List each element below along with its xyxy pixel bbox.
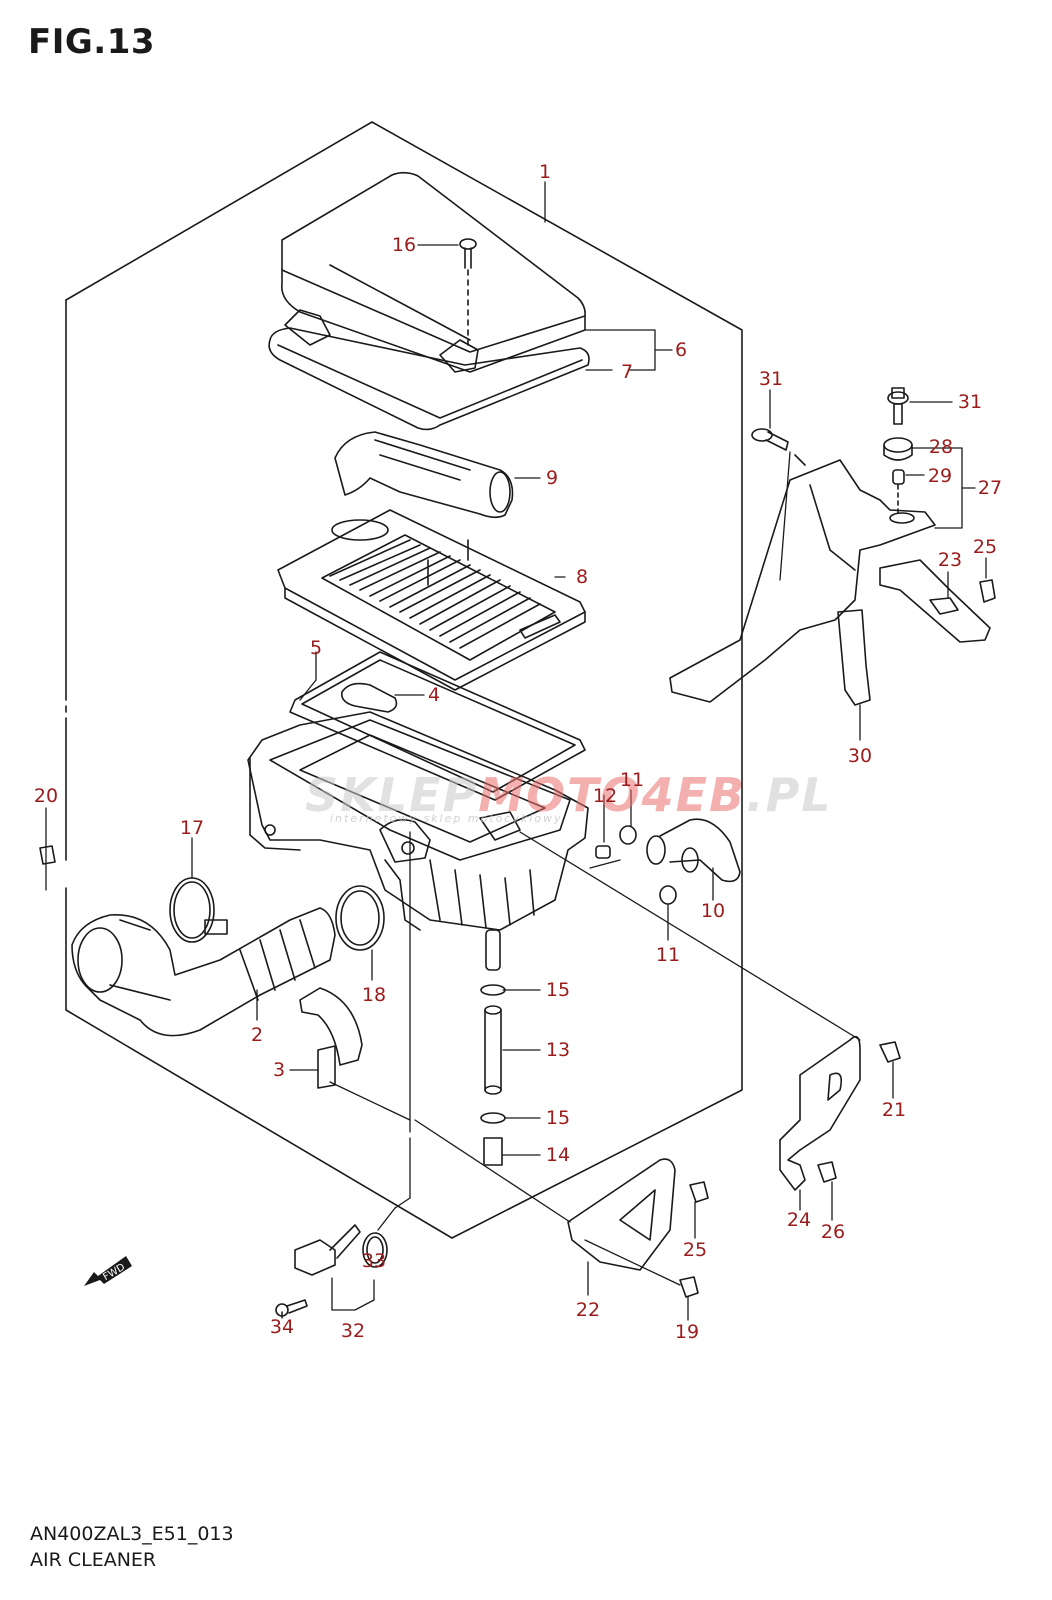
callout-22[interactable]: 22 xyxy=(575,1299,601,1321)
figure-footer: AN400ZAL3_E51_013 AIR CLEANER xyxy=(30,1521,234,1573)
figure-title: FIG.13 xyxy=(28,22,156,62)
air-cleaner-cover xyxy=(268,171,590,431)
callout-29[interactable]: 29 xyxy=(927,465,953,487)
bolt-26 xyxy=(817,1161,837,1183)
sensor-32 xyxy=(294,1224,361,1276)
watermark: SKLEPMOTO4EB.PL xyxy=(305,768,833,822)
callout-25a[interactable]: 25 xyxy=(972,536,998,558)
bolt-25a xyxy=(979,579,996,603)
bush-28 xyxy=(883,437,913,461)
bolt-20 xyxy=(39,845,56,865)
callout-15a[interactable]: 15 xyxy=(545,979,571,1001)
watermark-subtitle: internetowy sklep motocyklowy xyxy=(330,812,563,825)
callout-28[interactable]: 28 xyxy=(928,436,954,458)
watermark-text-b: MOTO4EB xyxy=(478,768,747,822)
model-code: AN400ZAL3_E51_013 xyxy=(30,1523,234,1545)
bolt-25b xyxy=(689,1181,709,1203)
collar-29 xyxy=(892,469,905,516)
intake-duct-9 xyxy=(334,431,514,519)
o-ring-33 xyxy=(362,1232,388,1268)
watermark-text-a: SKLEP xyxy=(305,768,479,822)
callout-25b[interactable]: 25 xyxy=(682,1239,708,1261)
fwd-arrow-icon: FWD xyxy=(82,1252,134,1292)
callout-12[interactable]: 12 xyxy=(592,785,618,807)
bolt-31a xyxy=(751,428,806,466)
bolt-19 xyxy=(679,1276,699,1298)
section-name: AIR CLEANER xyxy=(30,1549,157,1571)
callout-6[interactable]: 6 xyxy=(674,339,688,361)
callout-26[interactable]: 26 xyxy=(820,1221,846,1243)
drain-hose-13 xyxy=(480,984,506,1166)
callout-34[interactable]: 34 xyxy=(269,1316,295,1338)
callout-10[interactable]: 10 xyxy=(700,900,726,922)
breather-hose-10 xyxy=(595,818,741,905)
clamp-17 xyxy=(169,877,228,943)
callout-33[interactable]: 33 xyxy=(361,1250,387,1272)
callout-30[interactable]: 30 xyxy=(847,745,873,767)
callout-9[interactable]: 9 xyxy=(545,467,559,489)
bracket-3 xyxy=(299,987,363,1089)
bolt-31b xyxy=(887,387,909,425)
callout-31a[interactable]: 31 xyxy=(758,368,784,390)
bracket-24 xyxy=(779,1035,861,1191)
callout-17[interactable]: 17 xyxy=(179,817,205,839)
callout-15b[interactable]: 15 xyxy=(545,1107,571,1129)
callout-8[interactable]: 8 xyxy=(575,566,589,588)
callout-11b[interactable]: 11 xyxy=(655,944,681,966)
assembly-frame xyxy=(65,121,743,1239)
air-cleaner-housing xyxy=(247,711,589,971)
screw-16 xyxy=(459,238,477,346)
bracket-22 xyxy=(567,1158,676,1271)
gasket-5 xyxy=(289,651,586,801)
callout-23[interactable]: 23 xyxy=(937,549,963,571)
callout-20[interactable]: 20 xyxy=(33,785,59,807)
callout-21[interactable]: 21 xyxy=(881,1099,907,1121)
callout-7[interactable]: 7 xyxy=(620,361,634,383)
callout-16[interactable]: 16 xyxy=(391,234,417,256)
callout-14[interactable]: 14 xyxy=(545,1144,571,1166)
callout-5[interactable]: 5 xyxy=(309,637,323,659)
bolt-21 xyxy=(879,1041,901,1063)
clamp-18 xyxy=(335,885,385,951)
callout-11a[interactable]: 11 xyxy=(619,769,645,791)
callout-27[interactable]: 27 xyxy=(977,477,1003,499)
callout-19[interactable]: 19 xyxy=(674,1321,700,1343)
callout-2[interactable]: 2 xyxy=(250,1024,264,1046)
callout-32[interactable]: 32 xyxy=(340,1320,366,1342)
leader-lines xyxy=(45,181,987,1321)
callout-13[interactable]: 13 xyxy=(545,1039,571,1061)
watermark-text-c: .PL xyxy=(746,768,833,822)
callout-3[interactable]: 3 xyxy=(272,1059,286,1081)
bracket-23 xyxy=(879,559,991,643)
callout-31b[interactable]: 31 xyxy=(957,391,983,413)
intake-boot-2 xyxy=(71,907,336,1037)
screw-34 xyxy=(275,1299,308,1317)
callout-4[interactable]: 4 xyxy=(427,684,441,706)
callout-24[interactable]: 24 xyxy=(786,1209,812,1231)
callout-1[interactable]: 1 xyxy=(538,161,552,183)
bracket-30 xyxy=(669,459,936,706)
callout-18[interactable]: 18 xyxy=(361,984,387,1006)
filter-element-8 xyxy=(277,509,586,691)
